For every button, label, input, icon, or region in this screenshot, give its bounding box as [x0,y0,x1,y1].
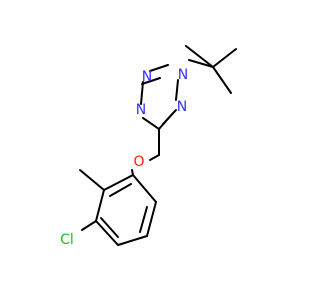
bond [146,201,157,237]
bond [117,235,148,246]
bond [109,183,132,197]
bond [149,154,160,161]
bond [81,220,97,231]
atom-label-cl: Cl [60,232,74,248]
bond [141,77,161,85]
atom-label-o: O [133,154,144,170]
bond [139,206,148,233]
bond [100,217,119,238]
structure-diagram: N N N N O Cl [60,45,237,248]
bond [140,81,144,105]
bond [188,59,214,68]
atom-label-n4: N [177,99,187,115]
atom-label-n1: N [178,67,188,83]
bond [162,109,177,125]
bond [175,79,179,101]
bond [185,45,214,68]
atom-label-n2: N [142,69,152,85]
bond [149,64,169,72]
bond [103,174,134,191]
bond [212,66,232,94]
bond [79,169,105,191]
bond [132,174,157,203]
bond [95,220,119,246]
bond [142,117,160,130]
bond [95,189,105,222]
molecule-canvas: N N N N O Cl [60,45,237,248]
atom-label-n3: N [136,102,146,118]
bond [212,48,237,68]
